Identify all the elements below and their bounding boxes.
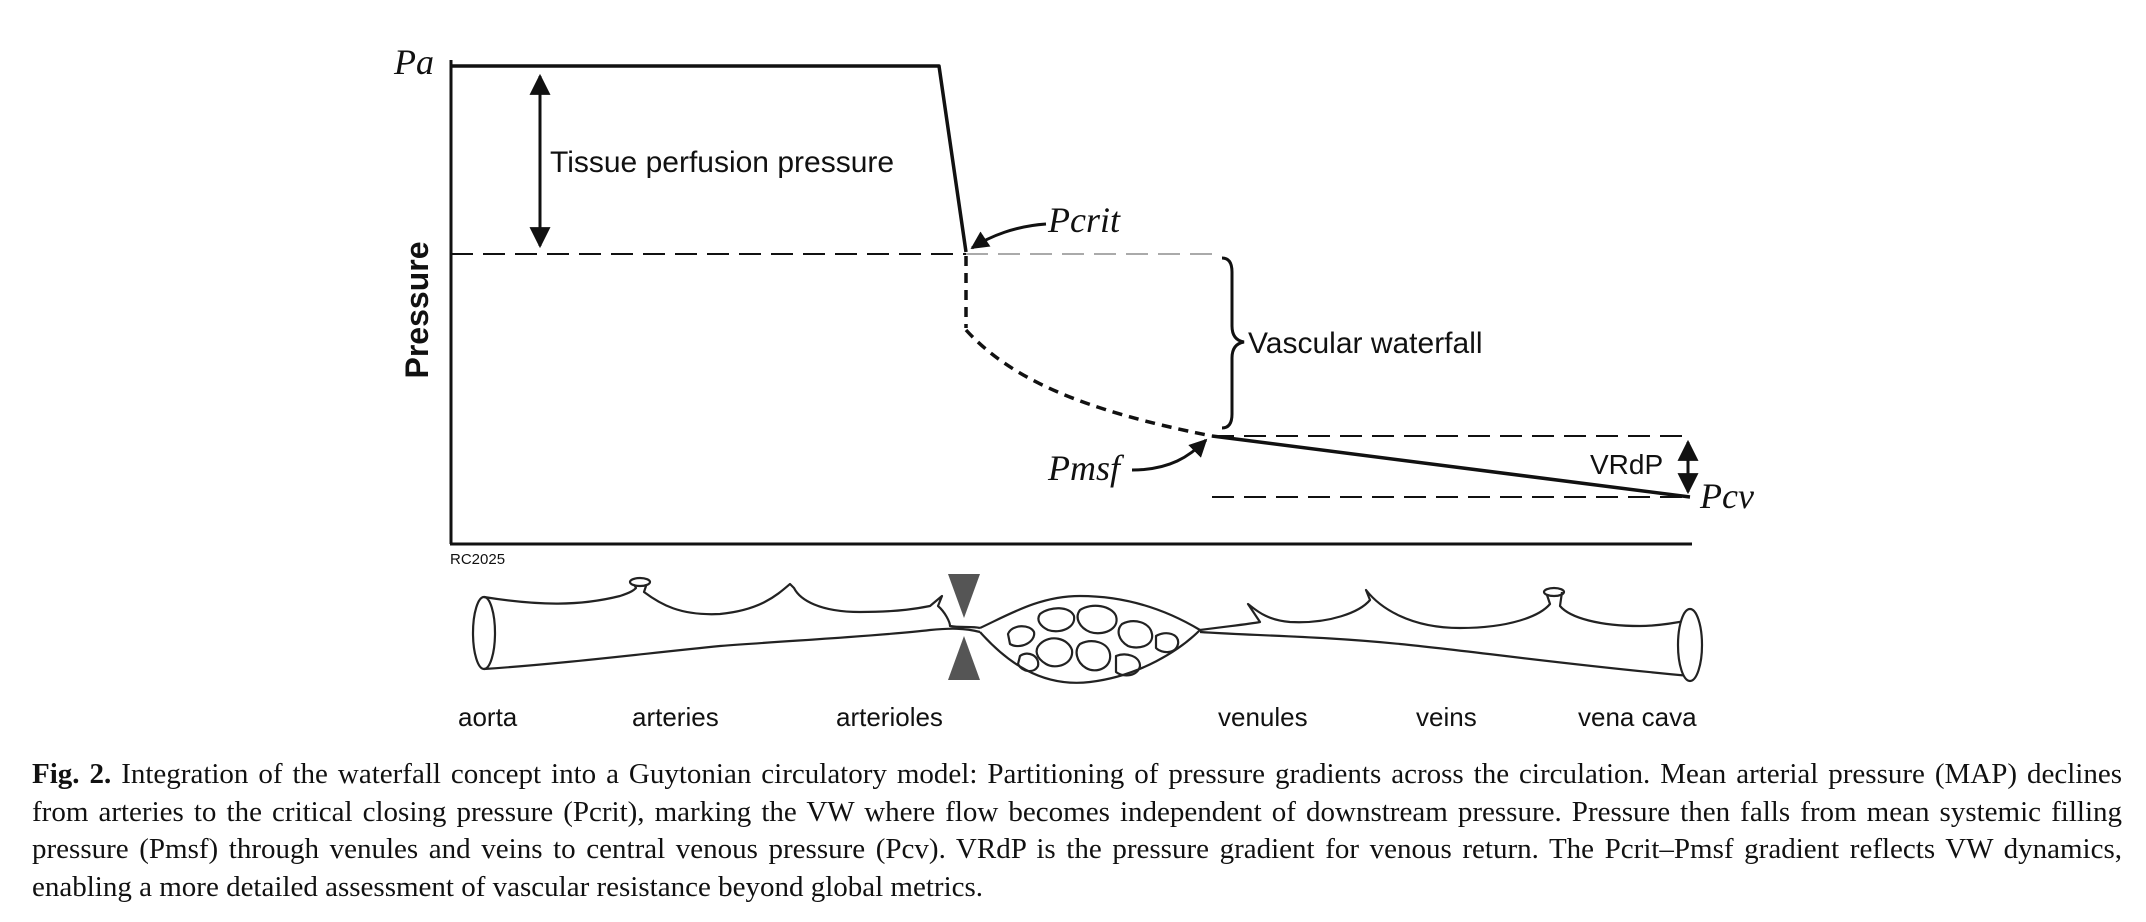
waterfall-curve-dashed xyxy=(964,328,1213,438)
y-axis-label: Pressure xyxy=(399,242,435,379)
vessel-label: venules xyxy=(1218,702,1308,732)
pcv-label: Pcv xyxy=(1699,476,1754,516)
caption-text: Integration of the waterfall concept int… xyxy=(32,758,2123,903)
vrdp-label: VRdP xyxy=(1590,449,1663,480)
arterial-pressure-line xyxy=(451,64,968,253)
waterfall-marker-bottom xyxy=(948,636,980,680)
capillary-bed xyxy=(979,594,1202,684)
credit-label: RC2025 xyxy=(450,551,505,568)
waterfall-marker-top xyxy=(948,574,980,618)
pcrit-pointer-arrow xyxy=(970,222,1047,250)
pa-label: Pa xyxy=(393,42,434,82)
pmsf-pointer-arrow xyxy=(1131,438,1208,472)
venous-pressure-line xyxy=(1211,434,1691,499)
vessel-label: arteries xyxy=(632,702,719,732)
vena-cava-opening xyxy=(1676,607,1704,683)
vessel-illustration xyxy=(471,576,1704,684)
vessel-label: veins xyxy=(1416,702,1477,732)
pmsf-label: Pmsf xyxy=(1047,448,1125,488)
vessel-label: arterioles xyxy=(836,702,943,732)
vessel-label: aorta xyxy=(458,702,518,732)
pressure-diagram: Pa Pcrit Pmsf Pcv VRdP Tissue perfusion … xyxy=(393,42,1754,732)
aorta-opening xyxy=(471,595,497,671)
caption-label: Fig. 2. xyxy=(32,758,112,790)
vascular-waterfall-brace xyxy=(1221,256,1245,430)
figure-caption: Fig. 2. Integration of the waterfall con… xyxy=(32,756,2122,906)
tissue-perfusion-label: Tissue perfusion pressure xyxy=(550,146,894,179)
vessel-label: vena cava xyxy=(1578,702,1697,732)
pcrit-label: Pcrit xyxy=(1047,200,1121,240)
vascular-waterfall-label: Vascular waterfall xyxy=(1248,327,1483,360)
